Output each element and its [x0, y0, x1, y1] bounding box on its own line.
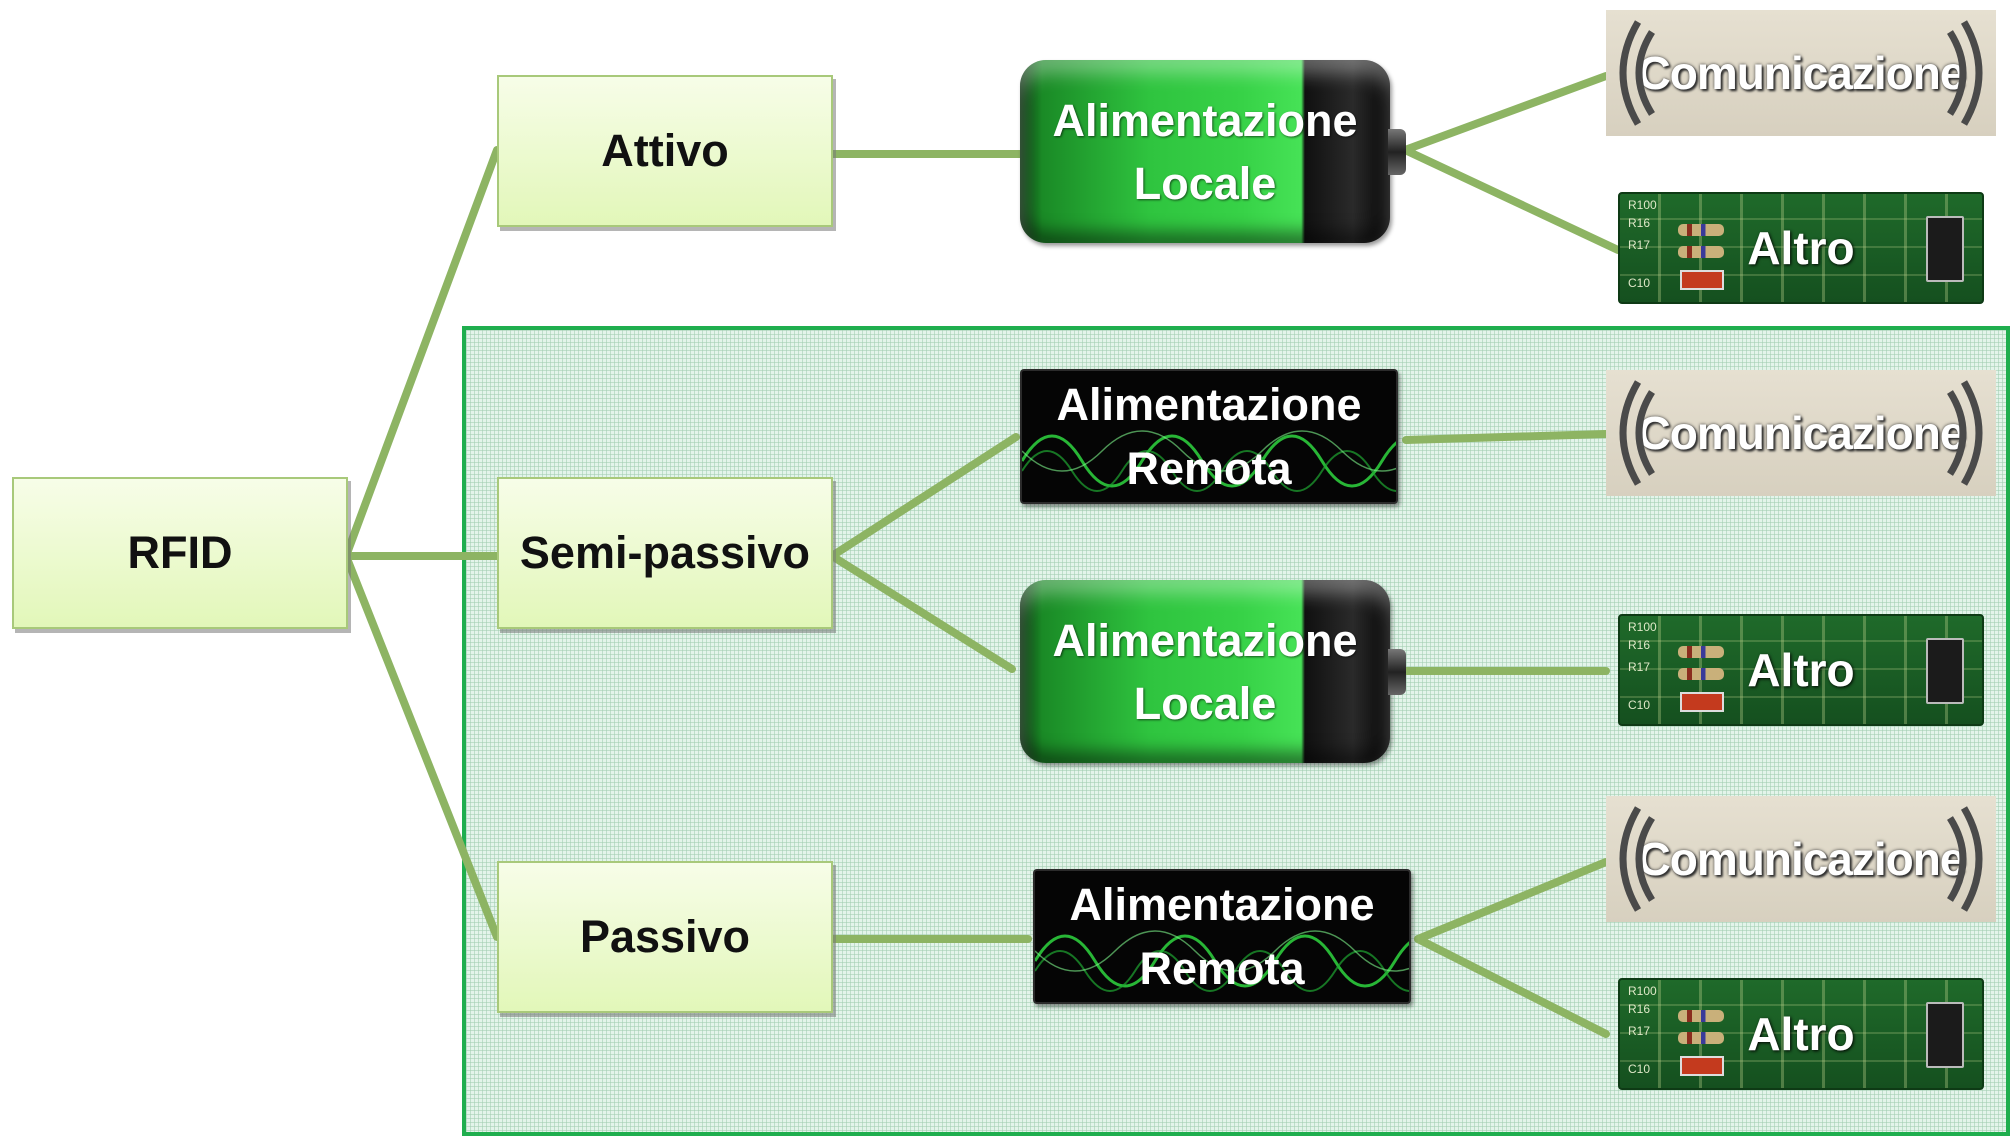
pcb-silk-r16: R16: [1628, 216, 1651, 230]
other-label: Altro: [1747, 644, 1855, 696]
connector-semipassivo-battery: [828, 552, 1016, 673]
local-power-line2: Locale: [1133, 677, 1277, 729]
wave-icon: [1022, 430, 1396, 492]
pcb-silk-r100: R100: [1628, 984, 1657, 998]
local-power-line1: Alimentazione: [1052, 94, 1358, 146]
radio-wave-right-icon: [1947, 20, 1983, 126]
remote-power-line2: Remota: [1139, 942, 1305, 994]
pcb-silk-r17: R17: [1628, 1024, 1651, 1038]
radio-wave-left-icon: [1619, 806, 1655, 912]
radio-wave-right-icon: [1947, 806, 1983, 912]
resistor-icon: [1678, 246, 1724, 258]
connector-remote-comm-3: [1414, 858, 1610, 943]
pcb-silk-r100: R100: [1628, 198, 1657, 212]
local-power-line2: Locale: [1133, 157, 1277, 209]
connector-rfid-passivo: [342, 552, 501, 941]
battery-terminal-icon: [1388, 128, 1406, 175]
communication-label: Comunicazione: [1637, 47, 1966, 99]
capacitor-icon: [1680, 1056, 1724, 1076]
radio-wave-left-icon: [1619, 20, 1655, 126]
connector-battery-altro-1: [1401, 146, 1622, 254]
ic-chip-icon: [1926, 638, 1964, 704]
remote-power-line1: Alimentazione: [1069, 878, 1375, 930]
other-function-pcb-2: R100 R16 R17 C10 Altro: [1618, 614, 1984, 726]
communication-box-2: Comunicazione: [1606, 370, 1996, 496]
passivo-node: Passivo: [497, 861, 833, 1013]
pcb-silk-r16: R16: [1628, 638, 1651, 652]
remote-power-line1: Alimentazione: [1056, 378, 1362, 430]
connector-remote-comm-2: [1402, 430, 1610, 444]
communication-label: Comunicazione: [1637, 407, 1966, 459]
pcb-silk-c10: C10: [1628, 1062, 1651, 1076]
capacitor-icon: [1680, 692, 1724, 712]
remote-power-box-2: Alimentazione Remota: [1033, 869, 1411, 1004]
other-label: Altro: [1747, 1008, 1855, 1060]
pcb-silk-r17: R17: [1628, 238, 1651, 252]
local-power-line1: Alimentazione: [1052, 614, 1358, 666]
resistor-icon: [1678, 1010, 1724, 1022]
connector-battery-comm-1: [1401, 72, 1610, 154]
resistor-icon: [1678, 224, 1724, 236]
radio-wave-left-icon: [1619, 380, 1655, 486]
resistor-icon: [1678, 668, 1724, 680]
local-power-battery-1: Alimentazione Locale: [1020, 60, 1406, 243]
resistor-icon: [1678, 646, 1724, 658]
pcb-silk-r16: R16: [1628, 1002, 1651, 1016]
remote-power-box-1: Alimentazione Remota: [1020, 369, 1398, 504]
resistor-icon: [1678, 1032, 1724, 1044]
pcb-silk-c10: C10: [1628, 698, 1651, 712]
communication-box-1: Comunicazione: [1606, 10, 1996, 136]
other-label: Altro: [1747, 222, 1855, 274]
battery-terminal-icon: [1388, 648, 1406, 695]
radio-wave-right-icon: [1947, 380, 1983, 486]
ic-chip-icon: [1926, 1002, 1964, 1068]
pcb-silk-r100: R100: [1628, 620, 1657, 634]
connector-rfid-attivo: [342, 146, 501, 560]
rfid-root-node: RFID: [12, 477, 348, 629]
pcb-silk-r17: R17: [1628, 660, 1651, 674]
wave-icon: [1035, 930, 1409, 992]
ic-chip-icon: [1926, 216, 1964, 282]
rfid-root-label: RFID: [127, 527, 233, 578]
pcb-silk-c10: C10: [1628, 276, 1651, 290]
passivo-label: Passivo: [579, 911, 751, 962]
communication-label: Comunicazione: [1637, 833, 1966, 885]
semipassivo-label: Semi-passivo: [519, 527, 811, 578]
connector-semipassivo-remote: [828, 433, 1020, 560]
connector-remote-altro-3: [1414, 935, 1610, 1038]
attivo-label: Attivo: [601, 125, 729, 176]
local-power-battery-2: Alimentazione Locale: [1020, 580, 1406, 763]
other-function-pcb-3: R100 R16 R17 C10 Altro: [1618, 978, 1984, 1090]
semipassivo-node: Semi-passivo: [497, 477, 833, 629]
communication-box-3: Comunicazione: [1606, 796, 1996, 922]
capacitor-icon: [1680, 270, 1724, 290]
attivo-node: Attivo: [497, 75, 833, 227]
remote-power-line2: Remota: [1126, 442, 1292, 494]
other-function-pcb-1: R100 R16 R17 C10 Altro: [1618, 192, 1984, 304]
